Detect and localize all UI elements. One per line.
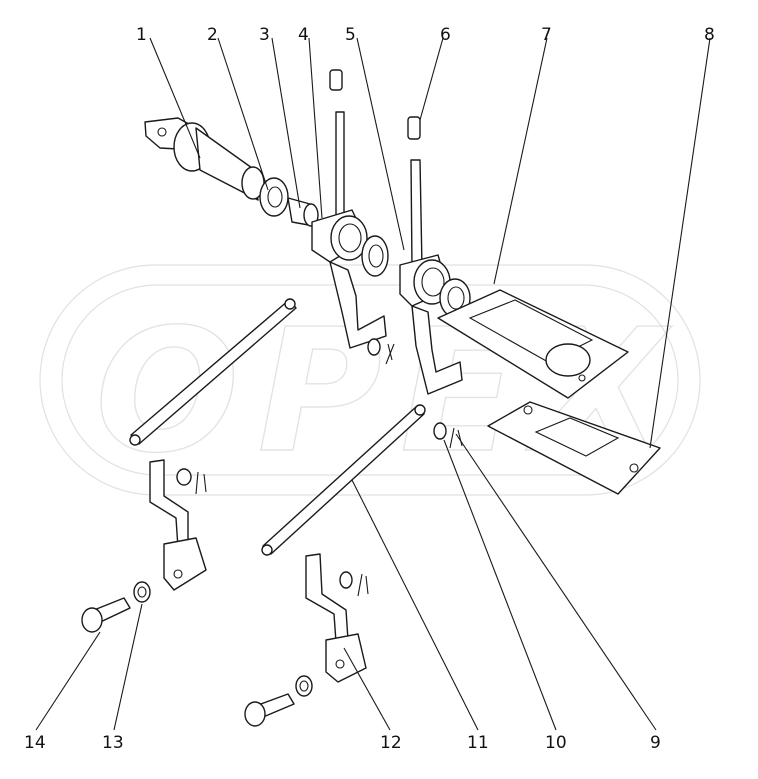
callout-6: 6 bbox=[440, 25, 451, 45]
washer-part-13 bbox=[133, 581, 151, 603]
plate-part-8 bbox=[487, 401, 661, 495]
callout-11: 11 bbox=[467, 733, 489, 753]
crank-arm-left bbox=[149, 459, 207, 591]
callout-labels: 1 2 3 4 5 6 7 8 9 10 11 12 13 14 bbox=[24, 25, 715, 753]
callout-4: 4 bbox=[298, 25, 309, 45]
callout-7: 7 bbox=[541, 25, 552, 45]
bolt-lower bbox=[244, 675, 313, 727]
washer-part-2 bbox=[259, 177, 289, 217]
lever-part-5 bbox=[399, 116, 471, 395]
callout-12: 12 bbox=[380, 733, 402, 753]
callout-1: 1 bbox=[136, 25, 147, 45]
cotter-pin-part-9 bbox=[449, 427, 463, 449]
washer-part-10 bbox=[433, 422, 447, 440]
callout-2: 2 bbox=[207, 25, 218, 45]
crank-arm-part-12 bbox=[305, 553, 367, 683]
watermark-gear-inner bbox=[61, 284, 679, 476]
callout-14: 14 bbox=[24, 733, 46, 753]
washer-cotter-set-b bbox=[176, 468, 207, 495]
washer-cotter-set-c bbox=[339, 571, 369, 597]
shaft-part-1 bbox=[144, 117, 265, 201]
washer-cotter-set-a bbox=[367, 338, 395, 365]
rod-part-11 bbox=[261, 404, 426, 556]
callout-3: 3 bbox=[259, 25, 270, 45]
bolt-part-14 bbox=[81, 597, 131, 633]
leader-lines bbox=[35, 37, 711, 731]
callout-9: 9 bbox=[650, 733, 661, 753]
callout-13: 13 bbox=[102, 733, 124, 753]
callout-8: 8 bbox=[704, 25, 715, 45]
rod-upper bbox=[129, 298, 297, 446]
plate-part-7 bbox=[437, 289, 629, 399]
callout-5: 5 bbox=[345, 25, 356, 45]
lever-part-4 bbox=[311, 69, 389, 349]
callout-10: 10 bbox=[545, 733, 567, 753]
